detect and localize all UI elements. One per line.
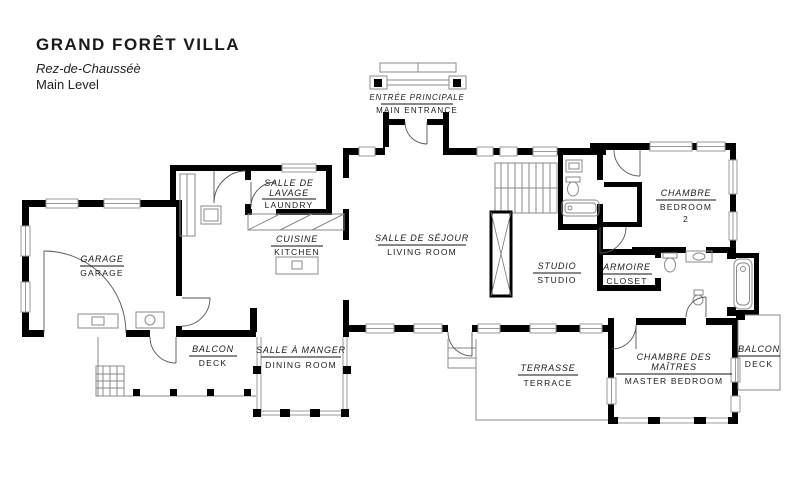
toilet-icon	[662, 252, 678, 273]
master-window-wall	[608, 417, 738, 424]
entrance-label-en: MAIN ENTRANCE	[376, 106, 458, 115]
kitchen-counter	[247, 213, 345, 231]
living-label-fr: SALLE DE SÉJOUR	[375, 233, 469, 243]
powder-bath-fixtures	[561, 159, 600, 217]
terrace-structure	[447, 339, 608, 421]
master-bath-fixtures	[662, 250, 753, 310]
bathtub-icon	[733, 258, 753, 310]
dining-bay-structure	[253, 337, 351, 417]
stairs-icon	[494, 162, 558, 214]
dining-label-en: DINING ROOM	[265, 360, 337, 370]
deck-right-label-fr: BALCON	[738, 344, 780, 354]
title-block: GRAND FORÊT VILLA Rez-de-Chausséè Main L…	[36, 35, 240, 92]
garage-label-en: GARAGE	[80, 268, 124, 278]
entry-porch	[369, 62, 467, 90]
bathtub-icon	[561, 199, 600, 217]
page-title: GRAND FORÊT VILLA	[36, 35, 240, 54]
room-label-living: SALLE DE SÉJOUR LIVING ROOM	[375, 233, 469, 257]
studio-label-fr: STUDIO	[538, 261, 577, 271]
room-label-closet: ARMOIRE CLOSET	[602, 262, 652, 286]
kitchen-label-en: KITCHEN	[274, 247, 320, 257]
living-label-en: LIVING ROOM	[387, 247, 457, 257]
room-label-studio: STUDIO STUDIO	[533, 261, 581, 285]
windows	[20, 141, 741, 413]
garage-utility-fixtures	[77, 311, 165, 329]
room-label-laundry: SALLE DE LAVAGE LAUNDRY	[262, 178, 316, 210]
deck-left-label-fr: BALCON	[192, 344, 234, 354]
subtitle-french: Rez-de-Chausséè	[36, 60, 141, 76]
room-label-deck-left: BALCON DECK	[189, 344, 237, 368]
fireplace-icon	[489, 210, 513, 298]
deck-left-label-en: DECK	[199, 358, 227, 368]
room-label-garage: GARAGE GARAGE	[80, 254, 124, 278]
room-label-terrace: TERRASSE TERRACE	[518, 363, 578, 388]
terrace-label-fr: TERRASSE	[521, 363, 576, 373]
kitchen-label-fr: CUISINE	[276, 234, 318, 244]
door-swings	[43, 121, 707, 364]
closet-label-en: CLOSET	[606, 276, 647, 286]
sink-icon	[565, 159, 583, 173]
room-label-dining: SALLE À MANGER DINING ROOM	[256, 345, 346, 370]
hall-cabinet	[179, 173, 196, 237]
pedestal-sink-icon	[692, 289, 704, 306]
dining-label-fr: SALLE À MANGER	[256, 345, 346, 355]
room-label-entrance: ENTRÉE PRINCIPALE MAIN ENTRANCE	[369, 93, 464, 115]
entrance-label-fr: ENTRÉE PRINCIPALE	[369, 93, 464, 102]
laundry-label-en: LAUNDRY	[265, 200, 314, 210]
wall-openings	[44, 147, 706, 338]
laundry-label-fr1: SALLE DE	[264, 178, 314, 188]
room-label-master: CHAMBRE DES MAÎTRES MASTER BEDROOM	[616, 352, 732, 386]
left-deck-structure	[95, 337, 256, 397]
vanity-sink-icon	[685, 250, 713, 263]
master-label-fr1: CHAMBRE DES	[637, 352, 712, 362]
right-deck-structure	[736, 311, 781, 391]
master-label-en: MASTER BEDROOM	[625, 376, 724, 386]
room-label-bedroom2: CHAMBRE BEDROOM 2	[656, 188, 716, 224]
washer-icon	[200, 205, 222, 225]
subtitle-english: Main Level	[36, 76, 99, 92]
terrace-label-en: TERRACE	[523, 378, 572, 388]
studio-label-en: STUDIO	[537, 275, 576, 285]
toilet-icon	[565, 176, 581, 197]
bedroom2-label-number: 2	[683, 214, 689, 224]
bedroom2-label-en: BEDROOM	[660, 202, 712, 212]
master-label-fr2: MAÎTRES	[651, 362, 697, 372]
laundry-label-fr2: LAVAGE	[269, 188, 309, 198]
closet-label-fr: ARMOIRE	[602, 262, 651, 272]
kitchen-island	[275, 256, 319, 275]
room-label-kitchen: CUISINE KITCHEN	[271, 234, 323, 257]
garage-label-fr: GARAGE	[80, 254, 124, 264]
room-label-deck-right: BALCON DECK	[738, 344, 780, 369]
bedroom2-label-fr: CHAMBRE	[661, 188, 712, 198]
deck-right-label-en: DECK	[745, 359, 773, 369]
